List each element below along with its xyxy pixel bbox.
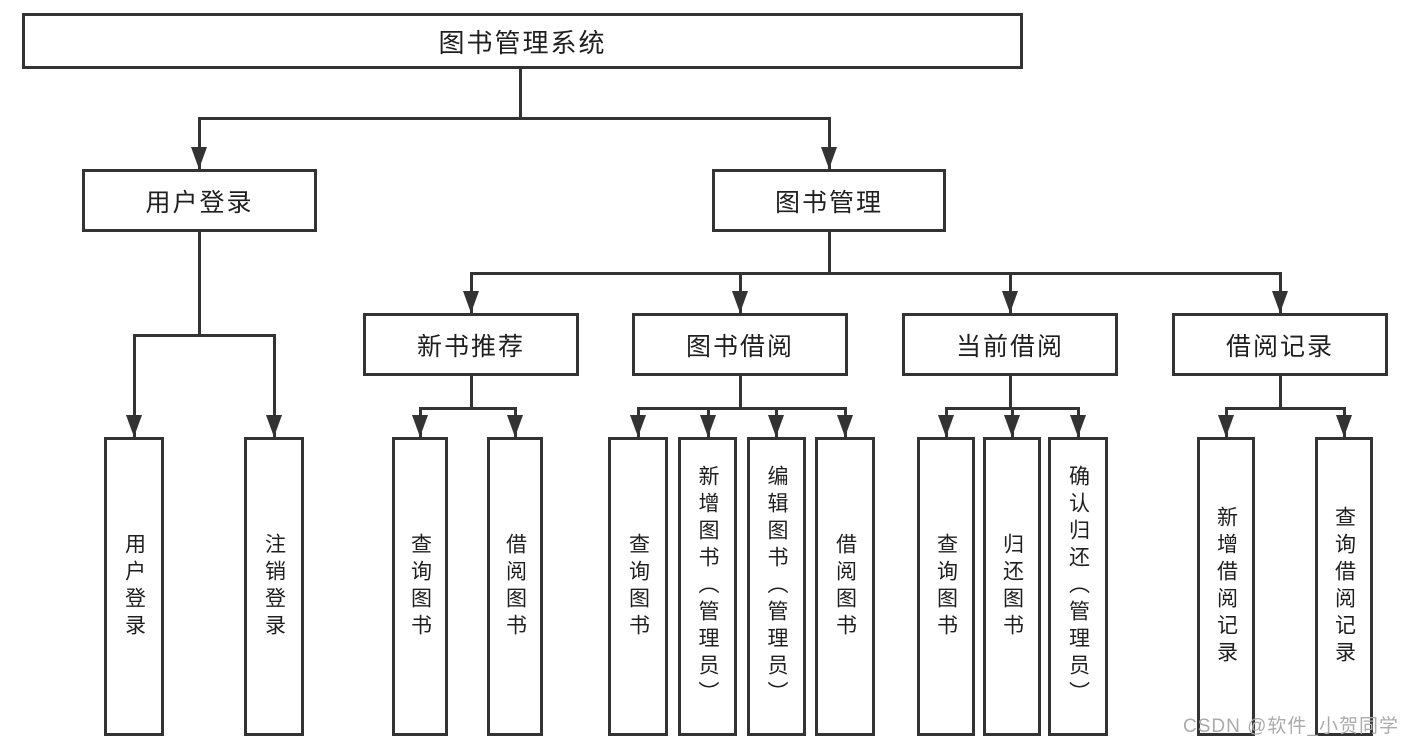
leaf-query-books-borrowing: 查询图书	[608, 437, 668, 736]
node-label: 查询借阅记录	[1332, 505, 1356, 668]
node-label: 新书推荐	[416, 332, 525, 361]
connector-hline	[133, 334, 276, 337]
leaf-query-books-current: 查询图书	[917, 437, 975, 736]
arrow-down-icon	[1272, 291, 1288, 313]
connector-vline	[828, 232, 831, 274]
connector-hline	[470, 272, 1282, 275]
connector-hline	[419, 407, 517, 410]
arrow-down-icon	[732, 291, 748, 313]
connector-hline	[637, 407, 847, 410]
node-label: 图书管理系统	[438, 27, 607, 58]
node-new-book-recommendation: 新书推荐	[363, 313, 579, 376]
connector-vline	[133, 334, 136, 437]
arrow-down-icon	[630, 415, 646, 437]
leaf-edit-book-admin: 编辑图书（管理员）	[747, 437, 806, 736]
arrow-down-icon	[191, 147, 207, 169]
node-label: 编辑图书（管理员）	[765, 465, 788, 708]
node-user-login: 用户登录	[82, 169, 317, 232]
connector-vline	[273, 334, 276, 437]
node-borrowing-records: 借阅记录	[1172, 313, 1388, 376]
arrow-down-icon	[463, 291, 479, 313]
connector-vline	[519, 69, 522, 118]
arrow-down-icon	[1218, 415, 1234, 437]
connector-vline	[470, 376, 473, 409]
connector-vline	[1009, 376, 1012, 409]
arrow-down-icon	[1070, 415, 1086, 437]
leaf-add-book-admin: 新增图书（管理员）	[678, 437, 737, 736]
node-label: 借阅图书	[833, 532, 857, 641]
connector-vline	[198, 232, 201, 336]
node-label: 图书借阅	[685, 332, 794, 361]
arrow-down-icon	[837, 415, 853, 437]
leaf-confirm-return-admin: 确认归还（管理员）	[1048, 437, 1108, 736]
node-current-borrowing: 当前借阅	[902, 313, 1118, 376]
leaf-borrow-books-borrowing: 借阅图书	[815, 437, 875, 736]
arrow-down-icon	[1336, 415, 1352, 437]
node-label: 用户登录	[145, 188, 254, 217]
node-label: 注销登录	[262, 532, 286, 641]
node-label: 归还图书	[1000, 532, 1024, 641]
node-label: 图书管理	[774, 188, 883, 217]
leaf-query-borrow-record: 查询借阅记录	[1315, 437, 1373, 736]
arrow-down-icon	[1004, 415, 1020, 437]
leaf-return-book: 归还图书	[983, 437, 1041, 736]
arrow-down-icon	[507, 415, 523, 437]
leaf-user-login: 用户登录	[104, 437, 164, 736]
arrow-down-icon	[126, 415, 142, 437]
node-label: 确认归还（管理员）	[1066, 465, 1090, 708]
arrow-down-icon	[938, 415, 954, 437]
node-book-management: 图书管理	[712, 169, 946, 232]
node-label: 用户登录	[122, 532, 146, 641]
node-book-borrowing: 图书借阅	[632, 313, 848, 376]
leaf-add-borrow-record: 新增借阅记录	[1197, 437, 1255, 736]
node-label: 查询图书	[934, 532, 958, 641]
node-label: 当前借阅	[955, 332, 1064, 361]
arrow-down-icon	[821, 147, 837, 169]
leaf-query-books-recommend: 查询图书	[392, 437, 448, 736]
arrow-down-icon	[700, 415, 716, 437]
arrow-down-icon	[266, 415, 282, 437]
watermark: CSDN @软件_小贺同学	[1183, 716, 1399, 737]
connector-hline	[198, 117, 831, 120]
node-label: 借阅图书	[503, 532, 527, 641]
node-label: 新增借阅记录	[1214, 505, 1238, 668]
node-label: 查询图书	[408, 532, 432, 641]
connector-hline	[1225, 407, 1346, 410]
node-label: 查询图书	[626, 532, 650, 641]
leaf-logout: 注销登录	[244, 437, 304, 736]
connector-vline	[828, 117, 831, 169]
leaf-borrow-books-recommend: 借阅图书	[487, 437, 543, 736]
node-label: 新增图书（管理员）	[696, 465, 719, 708]
node-label: 借阅记录	[1225, 332, 1334, 361]
arrow-down-icon	[1002, 291, 1018, 313]
connector-vline	[1279, 376, 1282, 409]
connector-vline	[739, 376, 742, 409]
connector-vline	[198, 117, 201, 169]
arrow-down-icon	[768, 415, 784, 437]
arrow-down-icon	[412, 415, 428, 437]
node-root: 图书管理系统	[22, 13, 1023, 69]
